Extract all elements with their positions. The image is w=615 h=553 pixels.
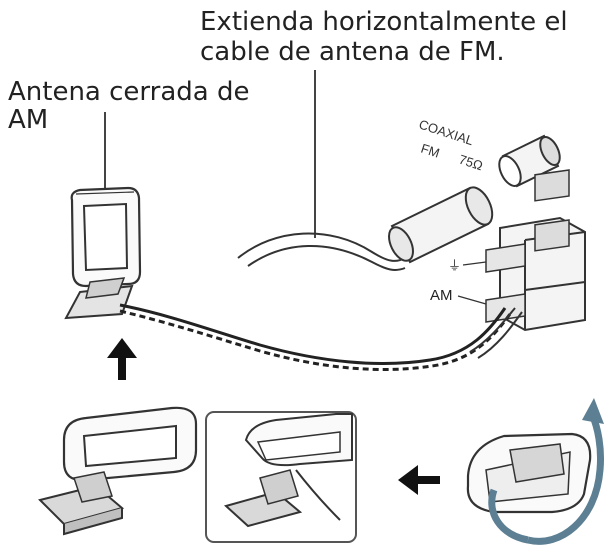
fm-label: FM — [419, 141, 441, 161]
assembled-antenna — [38, 406, 198, 536]
left-arrow-icon — [398, 465, 440, 495]
fm-caption-line2: cable de antena de FM. — [200, 37, 505, 67]
ground-leader — [462, 261, 487, 266]
ground-symbol: ⏚ — [448, 258, 461, 273]
am-caption-line2: AM — [8, 105, 48, 135]
ohm-label: 75Ω — [457, 152, 485, 174]
am-caption-line1: Antena cerrada de — [8, 77, 249, 107]
am-wire-ends — [469, 307, 523, 359]
terminal-block — [485, 169, 586, 332]
folded-antenna — [466, 432, 592, 514]
coaxial-adapter — [498, 134, 561, 188]
fm-wire-upper — [237, 232, 406, 262]
am-wire-strand-1 — [119, 303, 507, 365]
am-wire-strand-2 — [119, 309, 512, 371]
fm-wire-lower — [247, 245, 406, 271]
am-terminal-label: AM — [430, 287, 453, 304]
up-arrow-icon — [107, 338, 137, 380]
rotate-arrow-icon — [488, 398, 604, 545]
am-loop-antenna — [64, 186, 142, 320]
coaxial-plug — [388, 186, 494, 264]
fm-caption-line1: Extienda horizontalmente el — [200, 7, 568, 37]
detail-inset — [205, 411, 357, 543]
am-leader — [457, 295, 487, 305]
